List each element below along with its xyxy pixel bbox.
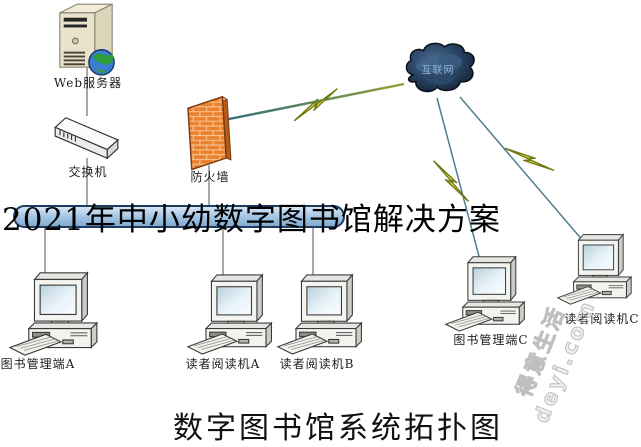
diagram-title: 数字图书馆系统拓扑图 xyxy=(173,411,503,446)
pc-reader-b-icon xyxy=(276,272,376,356)
label-reader-c: 读者阅读机C xyxy=(564,312,640,326)
internet-cloud-icon xyxy=(405,42,475,93)
network-bus-bar xyxy=(13,205,345,228)
web-server-icon xyxy=(59,3,115,76)
switch-icon xyxy=(54,117,119,160)
switch-label: 交换机 xyxy=(68,165,108,179)
firewall-icon xyxy=(186,95,232,171)
pc-library-admin-a-icon xyxy=(8,270,112,357)
pc-library-admin-c-icon xyxy=(444,254,538,333)
web-server-label: Web服务器 xyxy=(53,76,123,90)
connector-line xyxy=(436,97,481,261)
label-reader-b: 读者阅读机B xyxy=(279,357,355,371)
firewall-label: 防火墙 xyxy=(190,170,230,184)
label-reader-a: 读者阅读机A xyxy=(185,357,261,371)
label-library-admin-a: 图书管理端A xyxy=(0,357,76,371)
connector-line xyxy=(44,68,314,277)
overlay-title: 2021年中小幼数字图书馆解决方案 xyxy=(2,202,501,238)
internet-cloud-label: 互联网 xyxy=(421,65,455,77)
connector-line xyxy=(459,96,585,243)
label-library-admin-c: 图书管理端C xyxy=(453,333,529,347)
pc-reader-a-icon xyxy=(186,272,286,356)
